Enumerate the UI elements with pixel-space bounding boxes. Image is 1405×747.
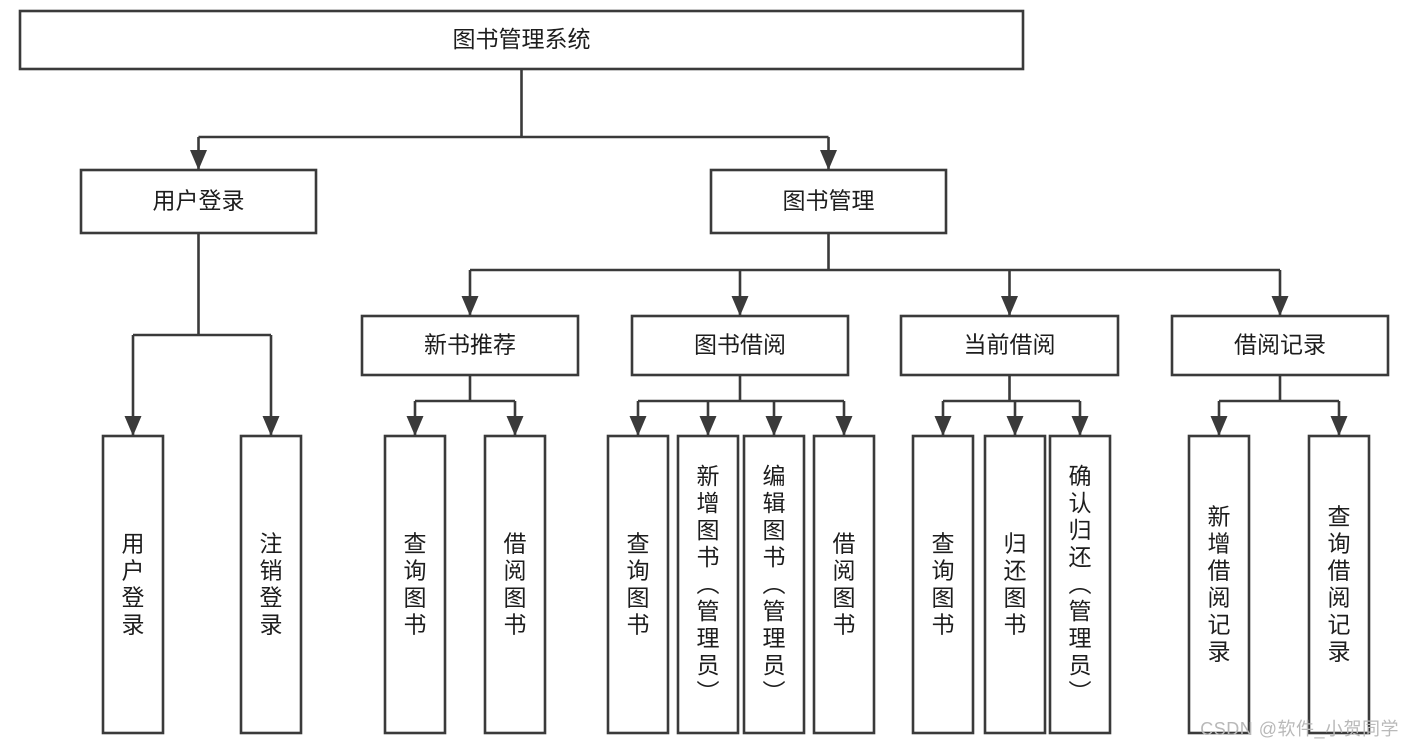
node-box-leaf-add-book[interactable] — [676, 434, 740, 735]
node-box-leaf-user-logout[interactable] — [239, 434, 303, 735]
node-label-book-borrow: 图书借阅 — [694, 332, 786, 358]
node-box-book-manage[interactable] — [709, 168, 948, 235]
node-box-leaf-query-book-3[interactable] — [911, 434, 975, 735]
node-label-leaf-query-book-2: 查询图书 — [627, 531, 650, 638]
node-leaf-borrow-book-1[interactable]: 借阅图书 — [483, 434, 547, 735]
node-box-leaf-query-record[interactable] — [1307, 434, 1371, 735]
node-book-borrow[interactable]: 图书借阅 — [630, 314, 850, 377]
node-label-leaf-borrow-book-1: 借阅图书 — [504, 531, 527, 638]
node-label-leaf-add-record: 新增借阅记录 — [1208, 504, 1231, 665]
nodes-layer: 图书管理系统用户登录图书管理新书推荐图书借阅当前借阅借阅记录用户登录注销登录查询… — [18, 9, 1390, 735]
node-leaf-add-record[interactable]: 新增借阅记录 — [1187, 434, 1251, 735]
node-box-root[interactable] — [18, 9, 1025, 71]
node-box-leaf-confirm-return[interactable] — [1048, 434, 1112, 735]
node-label-new-book-recommend: 新书推荐 — [424, 332, 516, 358]
node-box-leaf-query-book-1[interactable] — [383, 434, 447, 735]
node-box-leaf-edit-book[interactable] — [742, 434, 806, 735]
node-label-leaf-borrow-book-2: 借阅图书 — [833, 531, 856, 638]
node-leaf-edit-book[interactable]: 编辑图书︵管理员︶ — [742, 434, 806, 735]
node-box-leaf-borrow-book-2[interactable] — [812, 434, 876, 735]
node-label-borrow-record: 借阅记录 — [1234, 332, 1326, 358]
node-current-borrow[interactable]: 当前借阅 — [899, 314, 1120, 377]
node-box-leaf-query-book-2[interactable] — [606, 434, 670, 735]
node-box-leaf-user-login[interactable] — [101, 434, 165, 735]
node-leaf-add-book[interactable]: 新增图书︵管理员︶ — [676, 434, 740, 735]
node-book-manage[interactable]: 图书管理 — [709, 168, 948, 235]
node-label-leaf-query-record: 查询借阅记录 — [1328, 504, 1351, 665]
node-box-borrow-record[interactable] — [1170, 314, 1390, 377]
node-label-current-borrow: 当前借阅 — [964, 332, 1056, 358]
node-user-login[interactable]: 用户登录 — [79, 168, 318, 235]
node-leaf-confirm-return[interactable]: 确认归还︵管理员︶ — [1048, 434, 1112, 735]
node-label-leaf-user-logout: 注销登录 — [260, 531, 283, 638]
node-label-leaf-query-book-3: 查询图书 — [932, 531, 955, 638]
node-root[interactable]: 图书管理系统 — [18, 9, 1025, 71]
node-label-root: 图书管理系统 — [453, 26, 591, 52]
node-label-leaf-user-login: 用户登录 — [122, 531, 145, 638]
node-box-new-book-recommend[interactable] — [360, 314, 580, 377]
node-label-leaf-query-book-1: 查询图书 — [404, 531, 427, 638]
node-leaf-query-book-3[interactable]: 查询图书 — [911, 434, 975, 735]
node-leaf-return-book[interactable]: 归还图书 — [983, 434, 1047, 735]
node-box-leaf-return-book[interactable] — [983, 434, 1047, 735]
node-label-user-login: 用户登录 — [153, 188, 245, 214]
node-box-user-login[interactable] — [79, 168, 318, 235]
node-leaf-user-login[interactable]: 用户登录 — [101, 434, 165, 735]
node-leaf-query-record[interactable]: 查询借阅记录 — [1307, 434, 1371, 735]
node-label-leaf-return-book: 归还图书 — [1004, 531, 1027, 638]
node-leaf-borrow-book-2[interactable]: 借阅图书 — [812, 434, 876, 735]
connectors-layer — [124, 69, 1348, 436]
node-new-book-recommend[interactable]: 新书推荐 — [360, 314, 580, 377]
node-box-leaf-add-record[interactable] — [1187, 434, 1251, 735]
node-label-book-manage: 图书管理 — [783, 188, 875, 214]
node-label-leaf-add-book: 新增图书︵管理员︶ — [697, 463, 720, 705]
node-leaf-user-logout[interactable]: 注销登录 — [239, 434, 303, 735]
node-leaf-query-book-2[interactable]: 查询图书 — [606, 434, 670, 735]
node-leaf-query-book-1[interactable]: 查询图书 — [383, 434, 447, 735]
node-borrow-record[interactable]: 借阅记录 — [1170, 314, 1390, 377]
node-label-leaf-confirm-return: 确认归还︵管理员︶ — [1069, 463, 1092, 705]
node-box-leaf-borrow-book-1[interactable] — [483, 434, 547, 735]
node-label-leaf-edit-book: 编辑图书︵管理员︶ — [763, 463, 786, 705]
node-box-book-borrow[interactable] — [630, 314, 850, 377]
node-box-current-borrow[interactable] — [899, 314, 1120, 377]
